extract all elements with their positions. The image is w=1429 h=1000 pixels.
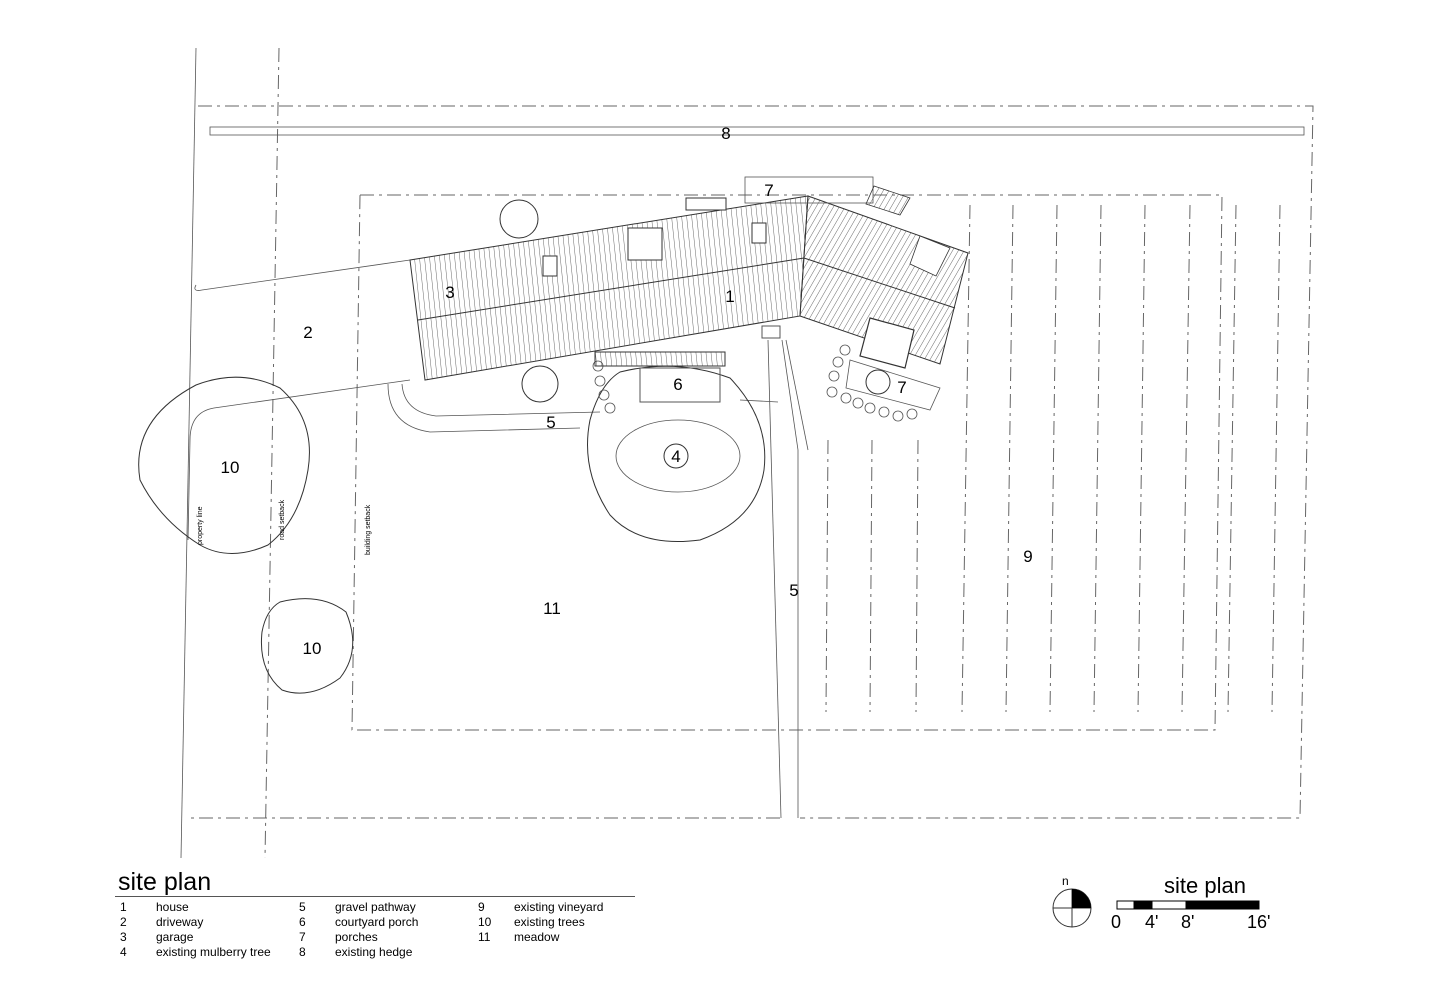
- north-label: n: [1062, 874, 1069, 888]
- label-hedge: 8: [721, 124, 730, 143]
- hedge: [209, 126, 1305, 136]
- label-vineyard: 9: [1023, 547, 1032, 566]
- legend-divider: [115, 896, 635, 897]
- label-pathway-east: 5: [789, 581, 798, 600]
- scale-tick-0: 0: [1111, 912, 1122, 932]
- road-setback-label: road setback: [279, 499, 286, 540]
- scale-title: site plan: [1164, 873, 1246, 898]
- label-driveway: 2: [303, 323, 312, 342]
- line-labels: property line road setback building setb…: [197, 499, 372, 555]
- north-arrow-icon: n: [1052, 874, 1092, 928]
- vineyard-rows: [825, 204, 1281, 713]
- shrubs: [592, 344, 918, 422]
- label-tree-west: 10: [221, 458, 240, 477]
- label-courtyard-porch: 6: [673, 375, 682, 394]
- legend-title: site plan: [118, 868, 212, 896]
- plan-labels: 1 2 3 4 5 5 6 7 7 8 9 10 10 11: [221, 124, 1033, 658]
- scale-tick-4: 4': [1145, 912, 1159, 932]
- label-house: 1: [725, 287, 734, 306]
- house-roof: [409, 176, 969, 411]
- property-lines: [180, 47, 1314, 859]
- building-setback-label: building setback: [365, 504, 372, 555]
- scale-tick-8: 8': [1181, 912, 1195, 932]
- label-mulberry-tree: 4: [671, 447, 680, 466]
- label-meadow: 11: [543, 599, 561, 618]
- scale-bar: [1116, 900, 1260, 910]
- label-garage: 3: [445, 283, 454, 302]
- label-pathway: 5: [546, 413, 555, 432]
- property-line-label: property line: [197, 506, 204, 545]
- label-porch-east: 7: [897, 378, 906, 397]
- gravel-pathway: [387, 339, 809, 819]
- label-tree-south: 10: [303, 639, 322, 658]
- label-porch-north: 7: [764, 181, 773, 200]
- driveway: [187, 259, 411, 541]
- trees: [138, 199, 891, 694]
- scale-tick-16: 16': [1247, 912, 1271, 932]
